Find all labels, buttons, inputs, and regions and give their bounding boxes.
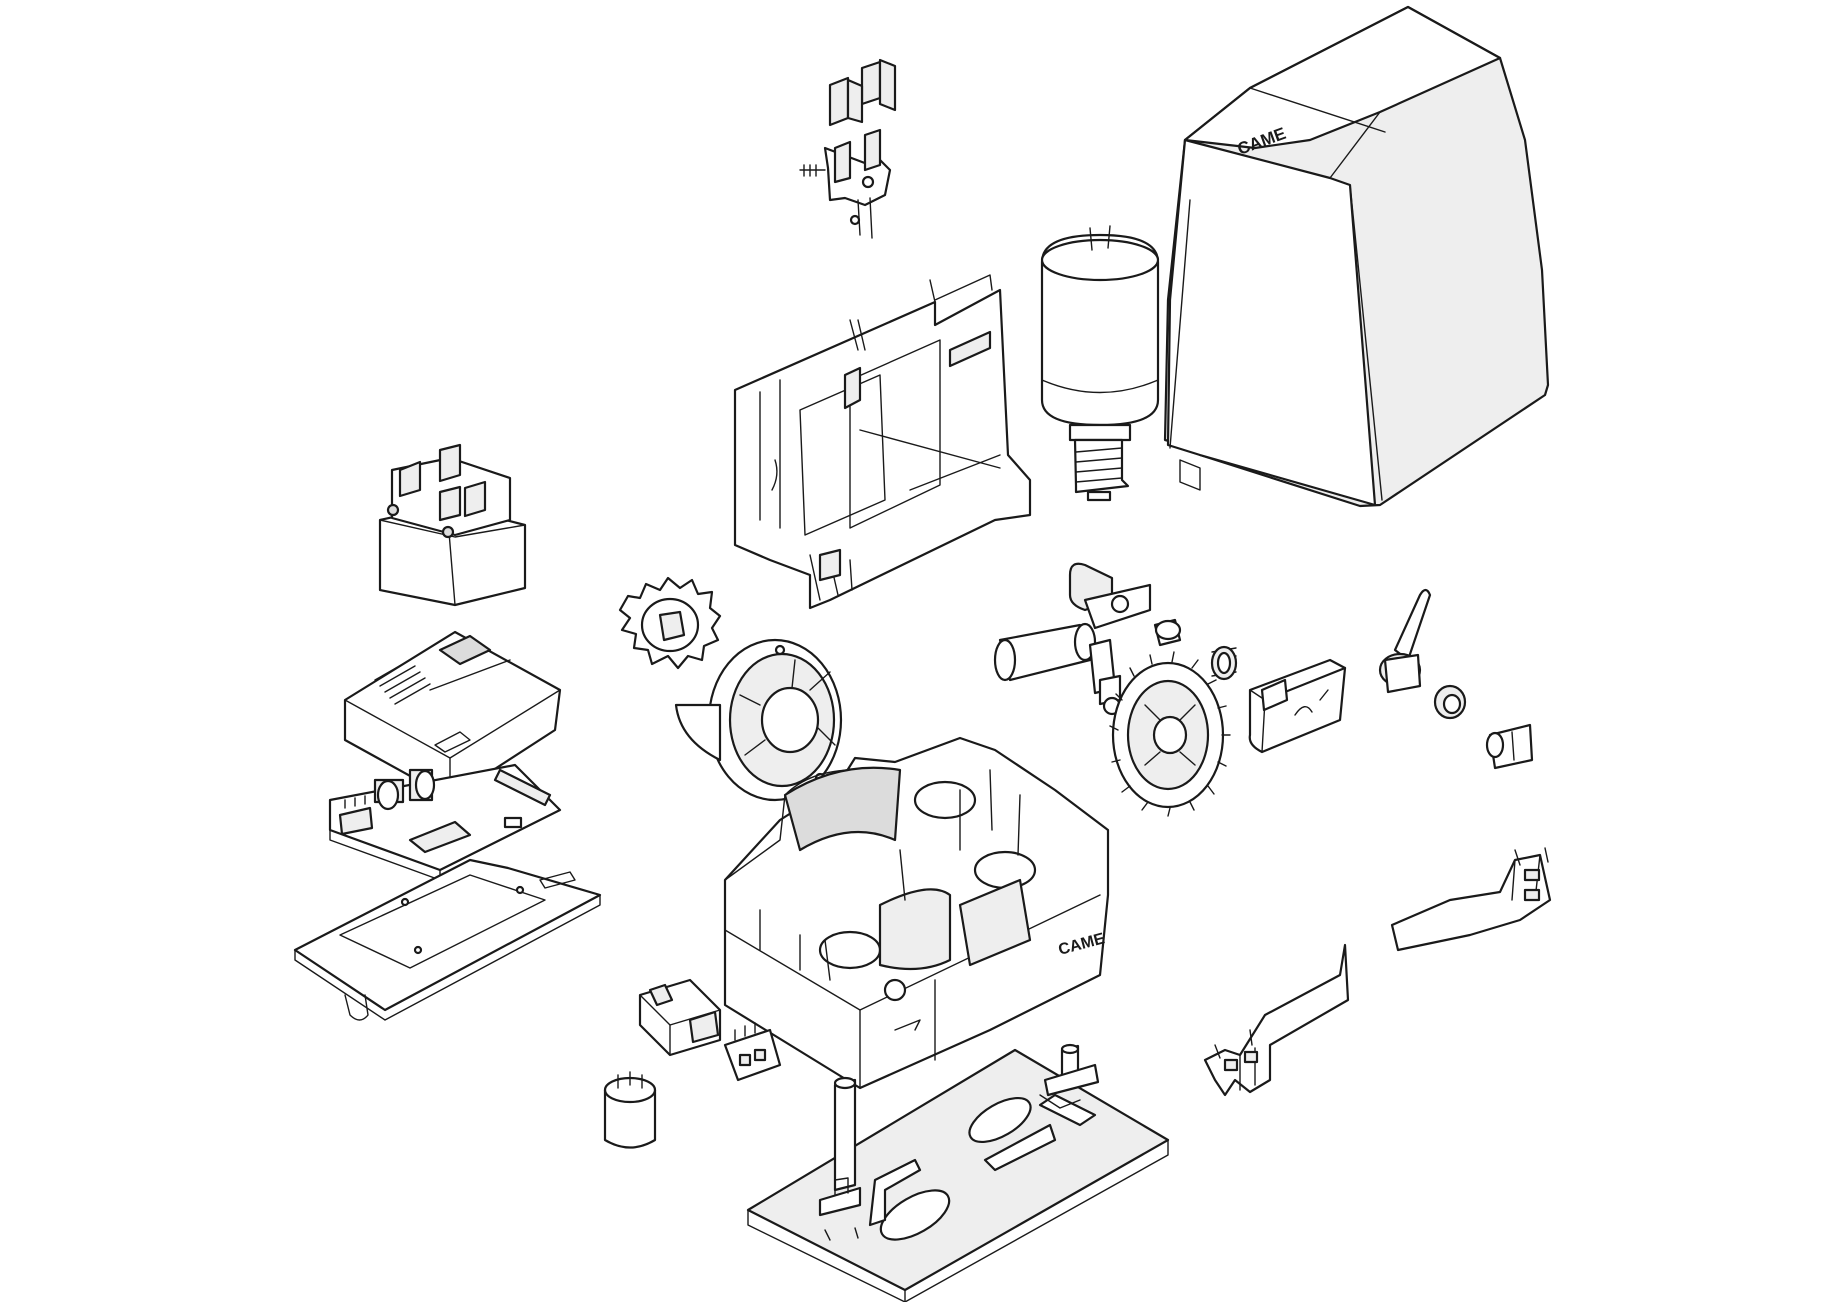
- lock-cylinder[interactable]: [1433, 684, 1467, 720]
- release-lever-bracket[interactable]: [1068, 562, 1152, 630]
- steel-frame[interactable]: [733, 274, 1032, 610]
- limit-bracket-upper[interactable]: [1390, 847, 1552, 952]
- motor[interactable]: [1040, 225, 1160, 502]
- key[interactable]: [1485, 723, 1534, 770]
- limit-bracket-lower[interactable]: [1203, 943, 1350, 1097]
- drive-shaft[interactable]: [993, 622, 1122, 716]
- pinion-gear[interactable]: [618, 576, 722, 670]
- anchor-bolt-left[interactable]: [818, 1076, 862, 1241]
- main-cover[interactable]: CAME: [1163, 5, 1550, 508]
- transformer[interactable]: [378, 443, 527, 607]
- limit-switch-assembly[interactable]: [799, 58, 897, 239]
- foundation-plate[interactable]: [746, 1048, 1170, 1302]
- release-handle[interactable]: [1378, 588, 1432, 694]
- spring[interactable]: [1210, 645, 1238, 681]
- small-bushing[interactable]: [1153, 618, 1182, 647]
- terminal-module[interactable]: [638, 978, 722, 1057]
- board-base-plate[interactable]: [293, 858, 602, 1021]
- control-board-cover[interactable]: [343, 630, 562, 800]
- release-knob[interactable]: [1248, 658, 1347, 754]
- worm-gear[interactable]: [1109, 651, 1231, 817]
- circuit-board[interactable]: [328, 763, 562, 881]
- gearbox-housing[interactable]: CAME: [723, 736, 1110, 1090]
- pulley-disc[interactable]: [674, 638, 843, 802]
- terminal-block-small[interactable]: [723, 1022, 782, 1082]
- capacitor[interactable]: [603, 1071, 657, 1149]
- anchor-bolt-right[interactable]: [1039, 1043, 1100, 1109]
